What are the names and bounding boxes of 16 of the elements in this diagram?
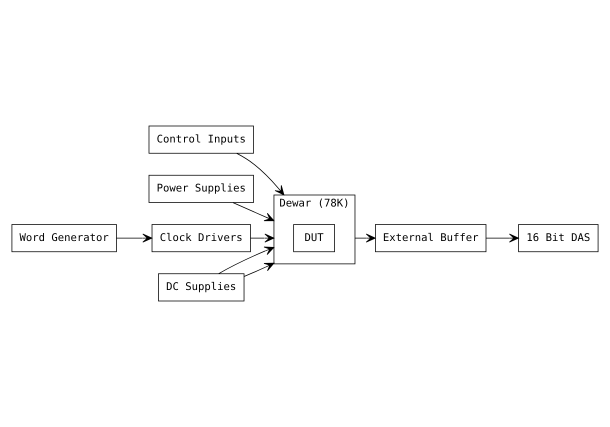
node-box: Clock Drivers bbox=[152, 224, 251, 252]
arrow bbox=[486, 234, 519, 243]
arrow bbox=[244, 262, 274, 277]
node-box: Power Supplies bbox=[148, 174, 254, 203]
node-box: 16 Bit DAS bbox=[518, 224, 598, 252]
node-box: DC Supplies bbox=[158, 273, 244, 302]
arrow bbox=[218, 246, 274, 274]
node-box: Word Generator bbox=[12, 224, 117, 252]
node-box: DUT bbox=[293, 224, 335, 252]
arrow bbox=[116, 234, 152, 243]
arrow bbox=[250, 234, 274, 243]
node-box: External Buffer bbox=[375, 224, 486, 252]
arrow bbox=[354, 234, 376, 243]
node-box: Control Inputs bbox=[148, 126, 254, 154]
arrow bbox=[236, 153, 284, 196]
arrow bbox=[232, 202, 274, 222]
